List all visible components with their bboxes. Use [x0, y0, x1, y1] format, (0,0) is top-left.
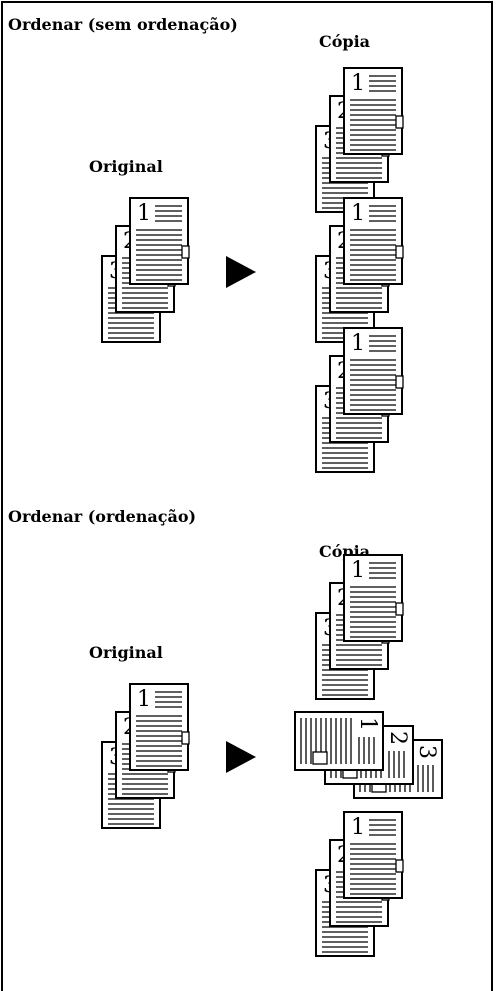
page-number: 1: [351, 71, 365, 96]
page-number: 3: [414, 745, 439, 759]
copy-set-3-sorted: 321: [315, 811, 404, 957]
copy-set-2-unsorted: 321: [315, 197, 404, 343]
right-arrow-icon: [226, 256, 256, 288]
copy-set-3-unsorted: 321: [315, 327, 404, 473]
copy-set-1-unsorted: 321: [315, 67, 404, 213]
page-number: 1: [137, 687, 151, 712]
page-number: 1: [351, 201, 365, 226]
page-number: 2: [385, 731, 410, 745]
page-1: 1: [294, 711, 384, 771]
original-stack-unsorted: 321: [101, 197, 190, 343]
page-number: 1: [355, 717, 380, 731]
original-label-sorted: Original: [89, 643, 163, 662]
page-number: 1: [351, 558, 365, 583]
page-1: 1: [343, 197, 404, 285]
page-number: 1: [137, 201, 151, 226]
page-1: 1: [343, 67, 404, 155]
original-stack-sorted: 321: [101, 683, 190, 829]
copy-label-unsorted: Cópia: [319, 32, 371, 51]
page-1: 1: [343, 327, 404, 415]
page-1: 1: [343, 811, 404, 899]
page-1: 1: [129, 197, 190, 285]
section-title-unsorted: Ordenar (sem ordenação): [8, 15, 238, 34]
page-number: 1: [351, 331, 365, 356]
original-label-unsorted: Original: [89, 157, 163, 176]
page-1: 1: [343, 554, 404, 642]
copy-set-2-sorted-rotated: 321: [294, 711, 443, 799]
page-1: 1: [129, 683, 190, 771]
right-arrow-icon: [226, 741, 256, 773]
section-title-sorted: Ordenar (ordenação): [8, 507, 197, 526]
page-number: 1: [351, 815, 365, 840]
copy-set-1-sorted: 321: [315, 554, 404, 700]
